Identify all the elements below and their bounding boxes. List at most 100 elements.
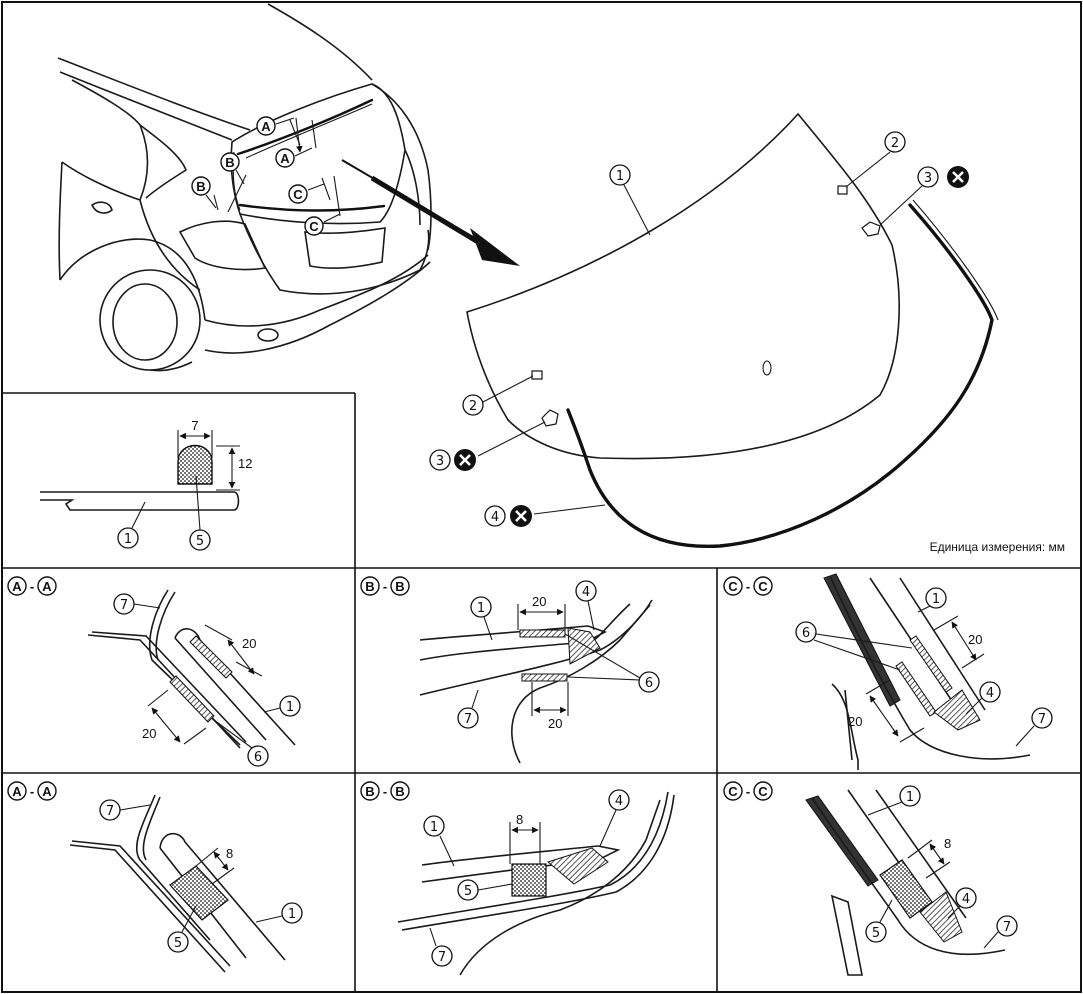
marker-a-bottom: A <box>275 147 313 168</box>
x-circle-icon <box>454 449 476 471</box>
callout-3-fastener-top: 3 <box>879 166 969 226</box>
callout-3-fastener-bottom: 3 <box>429 421 546 471</box>
svg-text:A: A <box>42 579 52 594</box>
svg-text:C: C <box>758 784 768 799</box>
callout-2-clip-top: 2 <box>845 131 906 188</box>
callout-1-glass: 1 <box>609 164 651 236</box>
svg-text:20: 20 <box>142 726 156 741</box>
svg-text:7: 7 <box>120 598 128 613</box>
svg-text:20: 20 <box>848 714 862 729</box>
detail-arrow <box>341 159 520 266</box>
svg-text:-: - <box>30 579 34 594</box>
svg-text:B: B <box>395 579 404 594</box>
svg-text:1: 1 <box>477 601 485 616</box>
svg-text:A: A <box>42 784 52 799</box>
svg-text:-: - <box>383 784 387 799</box>
svg-text:1: 1 <box>124 532 132 547</box>
svg-text:5: 5 <box>196 534 204 549</box>
callout-4-molding: 4 <box>484 504 606 527</box>
section-title-bb-bottom: B - B <box>360 781 410 801</box>
svg-text:-: - <box>746 784 750 799</box>
rear-glass-exploded <box>466 112 999 549</box>
svg-text:1: 1 <box>932 592 940 607</box>
section-title-cc-top: C - C <box>723 576 773 596</box>
svg-text:2: 2 <box>469 399 477 414</box>
svg-text:A: A <box>261 119 271 134</box>
svg-text:B: B <box>365 579 374 594</box>
svg-text:1: 1 <box>906 790 914 805</box>
x-circle-icon <box>510 505 532 527</box>
svg-text:A: A <box>280 151 290 166</box>
svg-text:B: B <box>225 155 234 170</box>
section-aa-adhesive: 8 7 5 1 <box>69 794 303 973</box>
svg-text:C: C <box>758 579 768 594</box>
svg-text:6: 6 <box>802 626 810 641</box>
svg-text:4: 4 <box>986 686 994 701</box>
svg-text:C: C <box>293 187 303 202</box>
svg-text:6: 6 <box>645 676 653 691</box>
svg-text:20: 20 <box>548 716 562 731</box>
svg-text:3: 3 <box>436 454 444 469</box>
svg-text:A: A <box>12 784 22 799</box>
svg-text:8: 8 <box>226 846 233 861</box>
section-cc-spacer: 20 20 1 6 4 7 <box>795 573 1053 770</box>
marker-a-top: A <box>256 116 295 136</box>
bead-height-dim: 12 <box>238 456 252 471</box>
x-circle-icon <box>947 166 969 188</box>
marker-c-top: C <box>288 183 325 204</box>
bead-width-dim: 7 <box>191 418 198 433</box>
svg-text:6: 6 <box>254 750 262 765</box>
unit-note: Единица измерения: мм <box>930 540 1065 554</box>
svg-text:5: 5 <box>464 884 472 899</box>
svg-text:4: 4 <box>582 585 590 600</box>
section-cc-adhesive: 8 1 5 4 7 <box>805 785 1018 976</box>
section-title-aa-bottom: A - A <box>7 781 57 801</box>
svg-text:1: 1 <box>430 820 438 835</box>
svg-text:C: C <box>309 219 319 234</box>
bead-cross-section: 7 12 1 5 <box>40 418 252 551</box>
section-titles: A - A B - B C - C A - A B <box>7 576 773 801</box>
svg-text:B: B <box>365 784 374 799</box>
svg-text:4: 4 <box>491 510 499 525</box>
svg-text:5: 5 <box>872 926 880 941</box>
svg-text:20: 20 <box>242 636 256 651</box>
section-bb-adhesive: 8 1 4 5 7 <box>397 789 675 976</box>
svg-text:4: 4 <box>962 892 970 907</box>
svg-text:-: - <box>30 784 34 799</box>
vehicle-section-markers: A A B B C C <box>191 116 341 236</box>
marker-b-top: B <box>220 152 245 185</box>
svg-text:20: 20 <box>968 632 982 647</box>
svg-text:C: C <box>728 784 738 799</box>
svg-text:-: - <box>383 579 387 594</box>
glass-callouts: 1 2 3 2 3 <box>429 131 969 527</box>
svg-text:7: 7 <box>1003 920 1011 935</box>
svg-text:B: B <box>395 784 404 799</box>
svg-text:20: 20 <box>532 594 546 609</box>
section-aa-spacer: 20 20 7 1 6 <box>87 589 301 767</box>
section-title-bb-top: B - B <box>360 576 410 596</box>
vehicle-rear-illustration <box>57 3 432 372</box>
svg-text:8: 8 <box>944 836 951 851</box>
section-title-aa-top: A - A <box>7 576 57 596</box>
svg-text:2: 2 <box>891 136 899 151</box>
svg-text:5: 5 <box>174 936 182 951</box>
svg-text:1: 1 <box>288 907 296 922</box>
svg-text:7: 7 <box>464 712 472 727</box>
svg-text:1: 1 <box>286 700 294 715</box>
marker-b-bottom: B <box>191 176 217 209</box>
svg-text:A: A <box>12 579 22 594</box>
svg-text:C: C <box>728 579 738 594</box>
svg-text:8: 8 <box>516 812 523 827</box>
marker-c-bottom: C <box>304 213 341 236</box>
svg-text:-: - <box>746 579 750 594</box>
svg-text:4: 4 <box>615 794 623 809</box>
svg-text:3: 3 <box>924 171 932 186</box>
svg-text:1: 1 <box>616 169 624 184</box>
section-bb-spacer: 20 20 1 4 6 7 <box>419 580 660 764</box>
svg-text:7: 7 <box>106 804 114 819</box>
svg-text:7: 7 <box>1038 712 1046 727</box>
section-title-cc-bottom: C - C <box>723 781 773 801</box>
svg-text:B: B <box>196 179 205 194</box>
